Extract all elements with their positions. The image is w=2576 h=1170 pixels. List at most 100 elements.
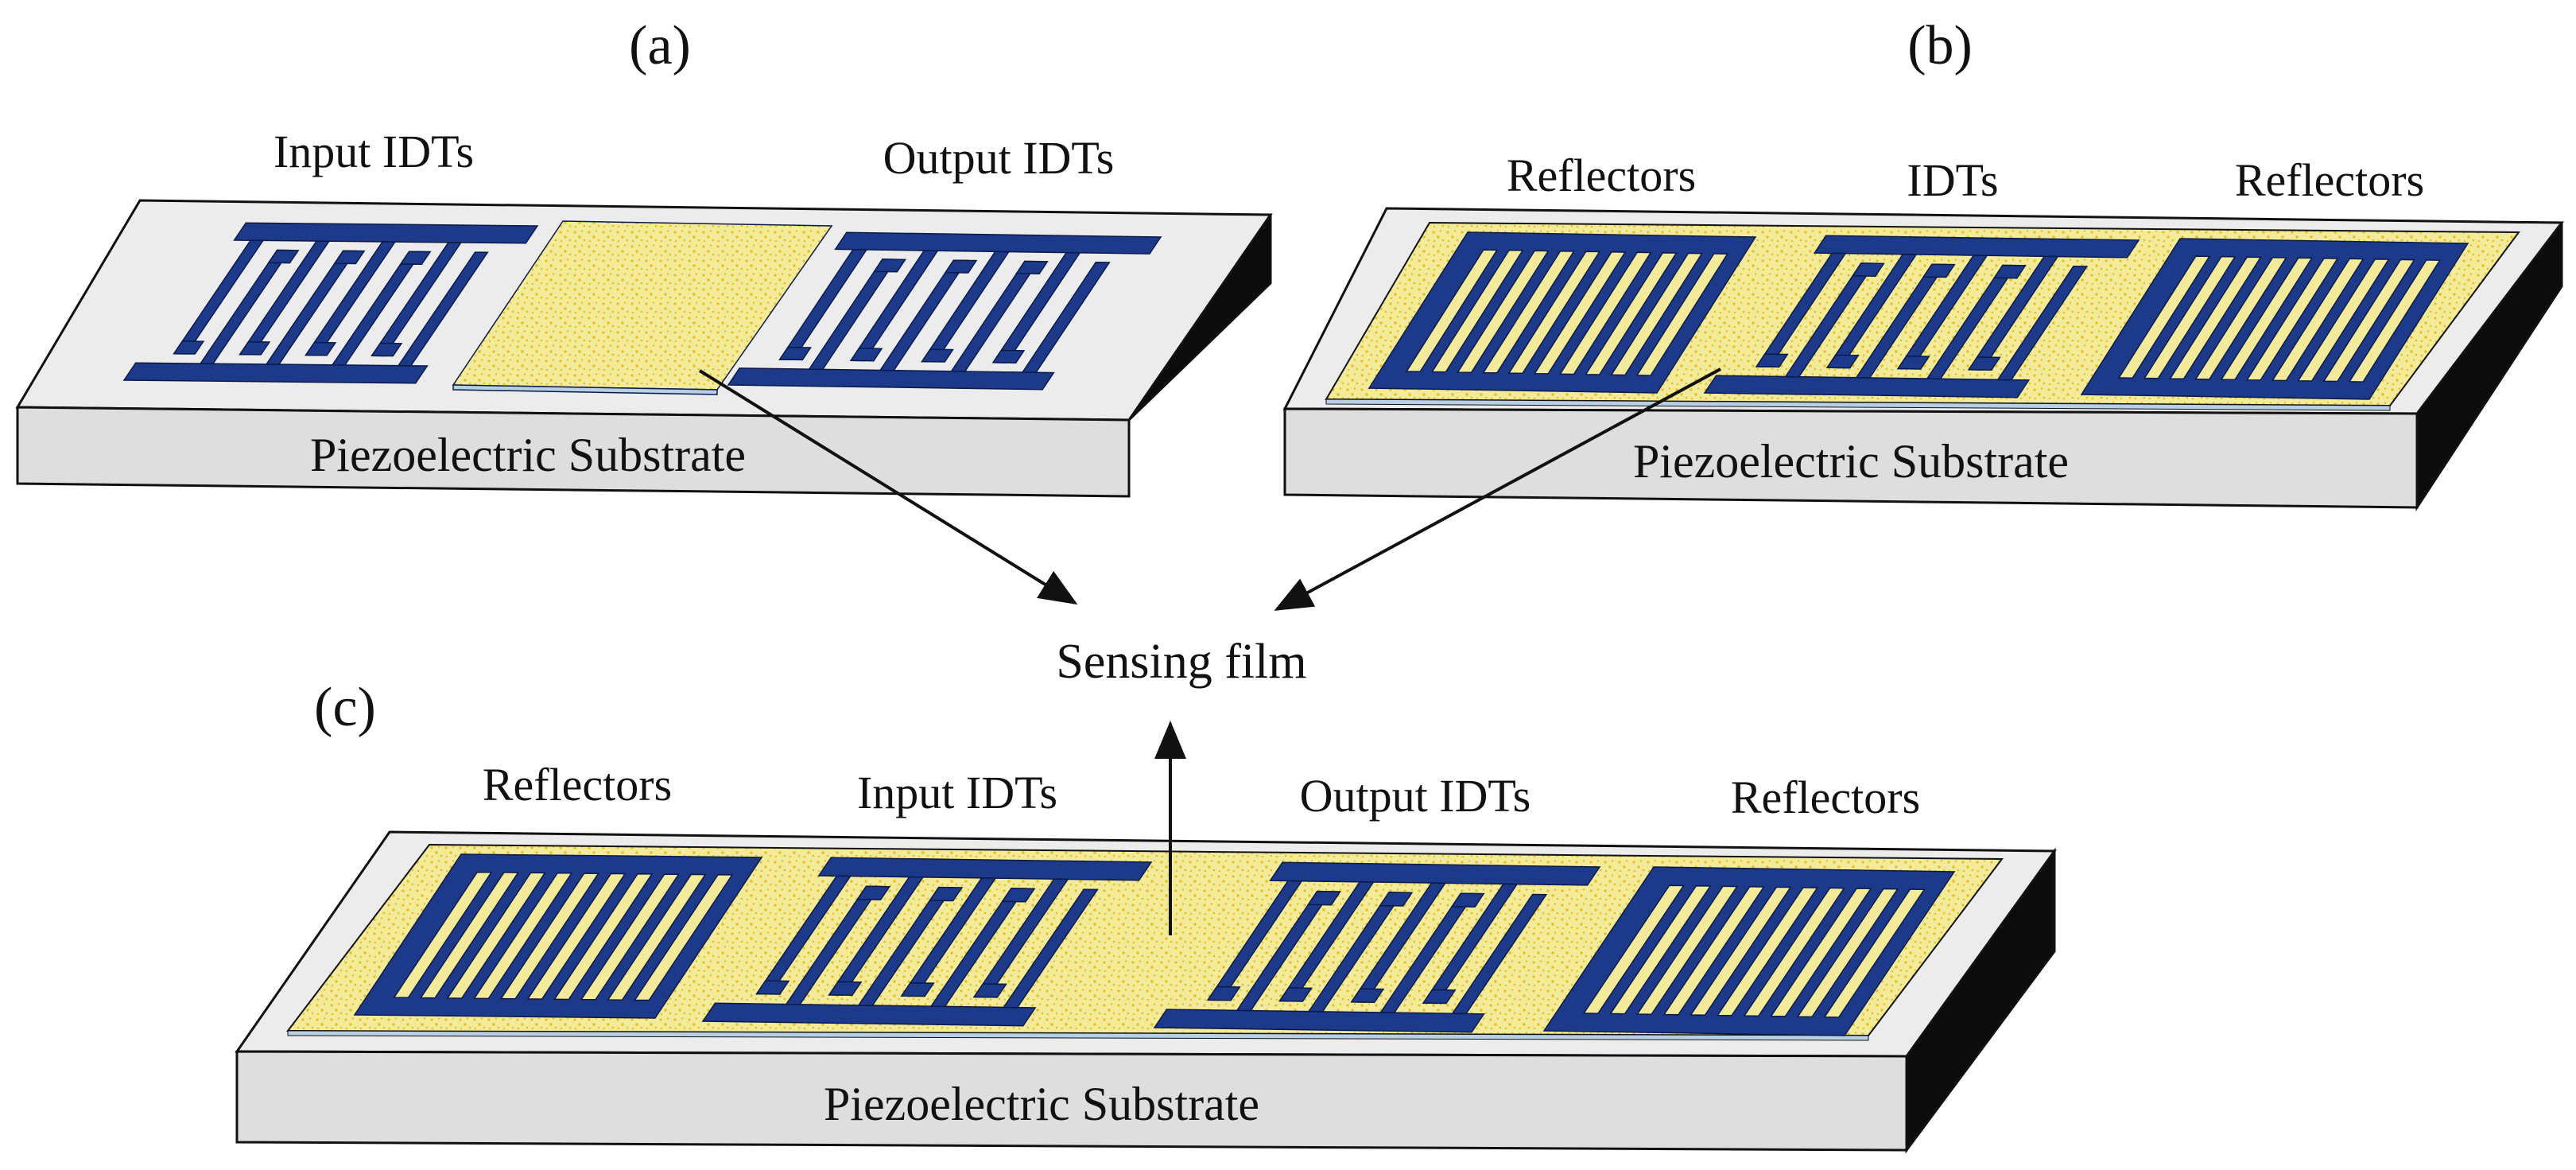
bus-bar-bottom [701, 1002, 1037, 1027]
reflector-gap [1430, 249, 1524, 373]
label-reflectors-c-4: Reflectors [1731, 772, 1920, 823]
reflector-gap [1533, 251, 1627, 375]
reflector-c-left [353, 853, 763, 1019]
finger-tip [333, 250, 366, 265]
label-output-idts-a: Output IDTs [883, 132, 1115, 184]
reflector-gap [2271, 258, 2365, 382]
reflector-b-left [1368, 231, 1757, 394]
finger-tip [921, 348, 954, 363]
bus-bar-bottom [1153, 1009, 1485, 1033]
reflector-gap [1716, 887, 1819, 1016]
bus-bar-top [1813, 235, 2140, 258]
reflector-gap [634, 874, 734, 1001]
reflector-gap [553, 873, 654, 1001]
reflector-gap [2220, 257, 2314, 381]
reflector-b-right [2080, 238, 2469, 400]
arrow-from-b [1274, 367, 1721, 611]
reflector-gap [1609, 884, 1712, 1015]
sensing-film-a [452, 220, 833, 395]
finger-tip [855, 885, 891, 900]
reflector-gap [1635, 253, 1729, 376]
reflector-gap [2169, 256, 2262, 380]
output-idt-c [1153, 861, 1601, 1033]
reflector-gap [446, 872, 546, 999]
finger-tip [1755, 353, 1789, 368]
bus-bar-bottom [1703, 375, 2031, 398]
finger-tip [944, 259, 978, 274]
panel-a: (a) Input IDTs Output IDTs Piezoelectric… [15, 15, 1273, 498]
finger-tip [1206, 985, 1241, 1001]
bus-bar-top [817, 857, 1153, 881]
finger-bottom [1996, 266, 2089, 381]
reflector-gap [1823, 888, 1926, 1018]
bus-bar-bottom [727, 367, 1055, 391]
finger-bottom [1451, 893, 1548, 1015]
panel-tag-c: (c) [314, 677, 376, 738]
reflector-gap [473, 872, 573, 1000]
finger-tip [778, 346, 812, 361]
reflector-gap [419, 872, 520, 999]
finger-tip [828, 981, 863, 997]
finger-tip [929, 886, 964, 902]
reflector-gap [1405, 249, 1499, 373]
reflector-gap [1690, 886, 1792, 1016]
finger-tip [972, 983, 1007, 998]
reflector-gap [1507, 251, 1601, 375]
input-idt-c [701, 857, 1153, 1027]
label-input-idts-a: Input IDTs [274, 126, 474, 177]
reflector-gap [2245, 258, 2339, 381]
finger-tip [370, 342, 403, 357]
finger-tip [305, 341, 337, 356]
reflector-gap [1482, 250, 1575, 374]
finger-tip [173, 340, 205, 355]
substrate-label-b: Piezoelectric Substrate [1633, 435, 2069, 488]
sensing-film-label: Sensing film [1056, 635, 1306, 689]
reflector-gap [1796, 888, 1899, 1018]
bus-bar-top [1269, 861, 1601, 886]
reflector-gap [2297, 258, 2390, 382]
finger-bottom [1021, 262, 1111, 374]
label-output-idts-c: Output IDTs [1300, 770, 1531, 822]
finger-tip [849, 348, 883, 362]
label-idts-b: IDTs [1907, 154, 1998, 206]
reflector-gap [499, 873, 599, 1000]
finger-tip [1967, 356, 2001, 371]
finger-tip [1825, 354, 1860, 369]
panel-tag-b: (b) [1907, 15, 1973, 76]
label-reflectors-b-right: Reflectors [2235, 154, 2424, 206]
reflector-gap [2117, 255, 2211, 379]
finger-tip [1015, 260, 1049, 275]
reflector-gap [1582, 884, 1685, 1014]
finger-tip [755, 980, 790, 995]
label-reflectors-c-1: Reflectors [483, 759, 672, 810]
finger-tip [1278, 987, 1313, 1002]
panel-tag-a: (a) [629, 15, 691, 76]
reflector-gap [1585, 252, 1678, 375]
label-input-idts-c: Input IDTs [857, 767, 1057, 818]
finger-tip [1350, 988, 1385, 1004]
reflector-gap [2194, 256, 2287, 380]
finger-tip [1379, 892, 1414, 907]
reflector-gap [2322, 258, 2415, 383]
label-reflectors-b-left: Reflectors [1507, 150, 1696, 201]
film-edge-b [1325, 398, 2391, 411]
finger-tip [1001, 888, 1036, 903]
reflector-gap [2348, 259, 2442, 383]
substrate-label-c: Piezoelectric Substrate [824, 1078, 1259, 1130]
reflector-gap [2143, 255, 2237, 379]
finger-tip [873, 258, 906, 273]
reflector-gap [1610, 252, 1703, 376]
finger-tip [399, 251, 432, 266]
finger-bottom [1002, 888, 1099, 1009]
reflector-gap [526, 873, 627, 1000]
finger-bottom [397, 251, 489, 367]
bus-bar-top [233, 222, 539, 244]
finger-tip [1307, 890, 1341, 906]
reflector-gap [580, 873, 680, 1001]
bus-bar-bottom [122, 362, 429, 384]
substrate-label-a: Piezoelectric Substrate [310, 429, 746, 481]
bus-bar-top [834, 231, 1162, 255]
output-idt-a [727, 231, 1162, 391]
